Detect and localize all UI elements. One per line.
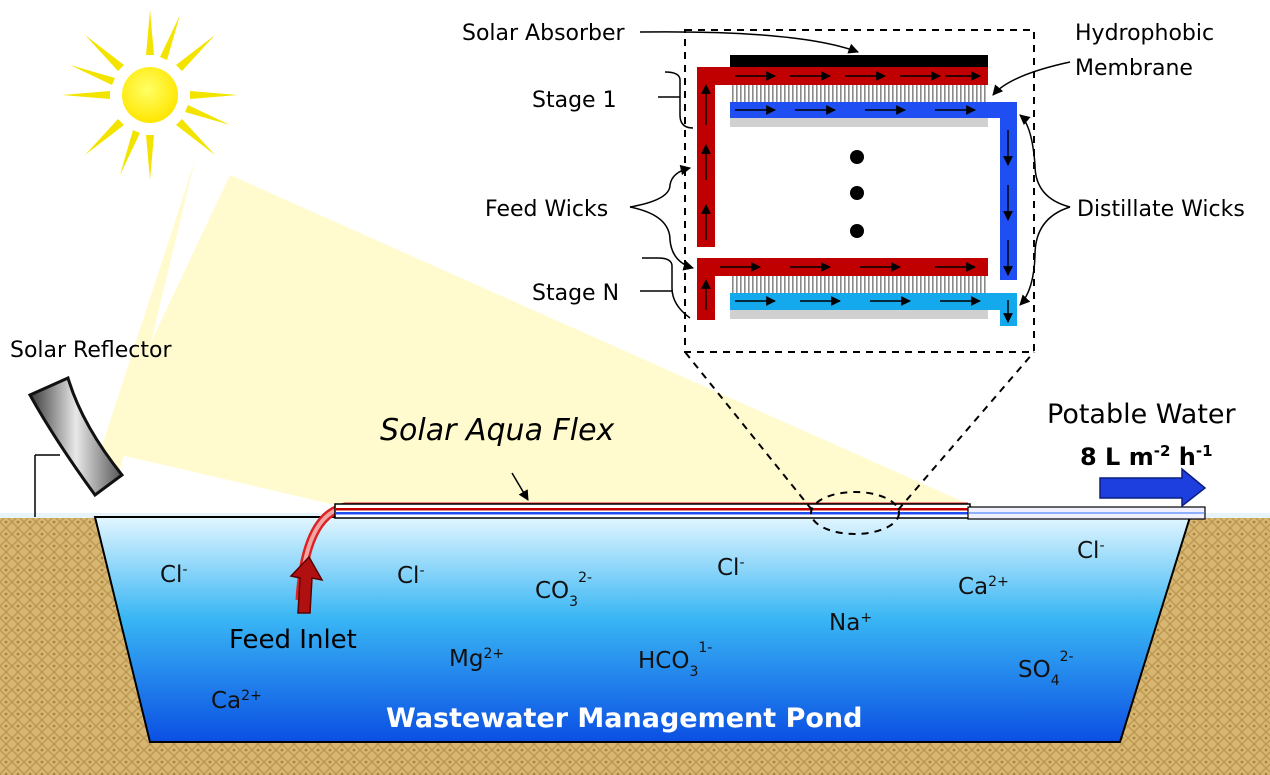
ion-label: Ca2+ (958, 574, 1009, 600)
ion-label: Cl- (160, 562, 188, 588)
ion-label: Cl- (397, 563, 425, 589)
ion-label: Cl- (1077, 538, 1105, 564)
ion-label: Mg2+ (449, 646, 504, 672)
ion-label: HCO31- (638, 640, 712, 680)
zoom-indicator (684, 29, 1035, 535)
ion-label: Na+ (829, 610, 872, 636)
distillate-wicks-label: Distillate Wicks (1077, 197, 1245, 222)
ion-label: SO42- (1018, 649, 1074, 689)
membrane-stage-1 (730, 85, 988, 102)
stage-n-label: Stage N (532, 281, 619, 306)
solar-reflector-icon (27, 375, 125, 517)
stage-schematic (511, 31, 1071, 501)
potable-water-label: Potable Water (1047, 399, 1237, 430)
membrane-stage-n (730, 276, 988, 293)
feed-wicks-label: Feed Wicks (485, 197, 608, 222)
pond-title: Wastewater Management Pond (386, 703, 862, 734)
solar-absorber-label: Solar Absorber (462, 21, 626, 46)
ion-label: Ca2+ (211, 688, 262, 714)
sun-icon (62, 10, 238, 180)
arrow-right-icon (1099, 467, 1207, 508)
feed-inlet-label: Feed Inlet (229, 625, 357, 655)
ion-label: Cl- (717, 555, 745, 581)
hydrophobic-label-line2: Membrane (1075, 56, 1193, 81)
hydrophobic-label-line1: Hydrophobic (1075, 21, 1214, 46)
ion-labels: Cl- Cl- CO32- Cl- Ca2+ Cl- Na+ Mg2+ HCO3… (160, 538, 1105, 714)
feed-wick-stage-n (697, 258, 988, 276)
solar-aqua-flex-label: Solar Aqua Flex (380, 413, 615, 448)
flux-rate-label: 8 L m-2 h-1 (1080, 442, 1213, 471)
arrow-up-icon (289, 555, 324, 614)
solar-absorber-layer (730, 55, 988, 67)
solar-reflector-label: Solar Reflector (10, 338, 172, 363)
sunlight-beams (100, 160, 975, 507)
stage-1-label: Stage 1 (532, 88, 617, 113)
ion-label: CO32- (535, 570, 592, 610)
